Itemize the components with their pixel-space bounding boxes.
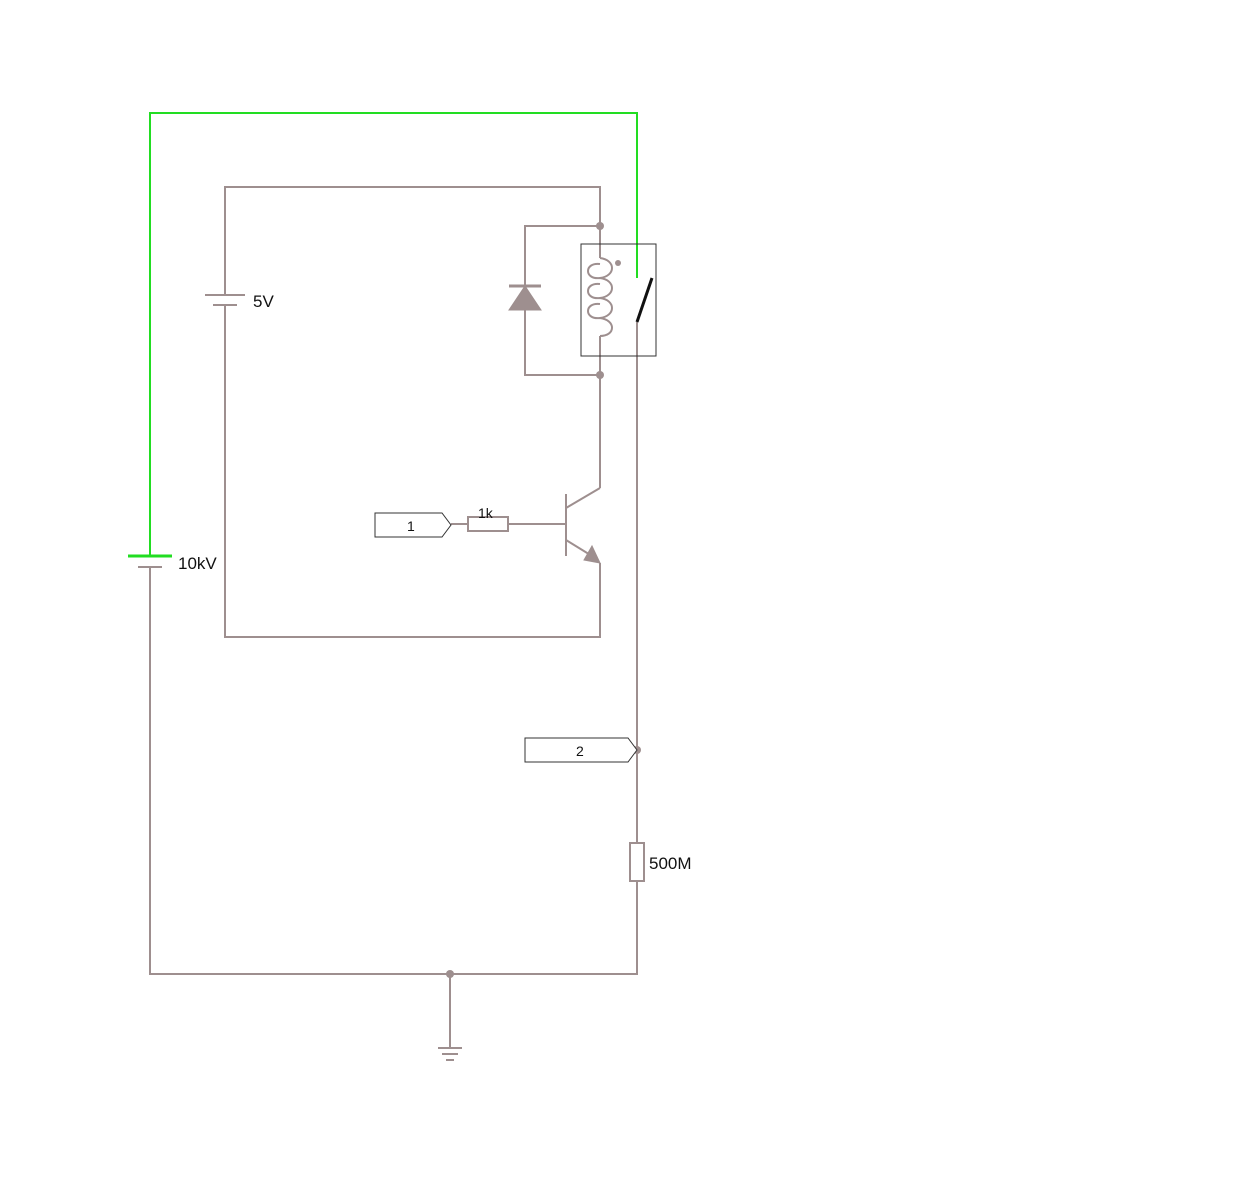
resistor-1k-label: 1k [478, 505, 494, 521]
flyback-diode[interactable] [508, 284, 542, 311]
wire-5v-top[interactable] [224, 186, 601, 265]
junction-node [596, 222, 604, 230]
resistor-500m-label: 500M [649, 854, 692, 873]
hv-wire-energized[interactable] [149, 112, 638, 530]
relay[interactable] [580, 243, 657, 357]
battery-10kv[interactable]: 10kV [128, 530, 217, 600]
junction-node [446, 970, 454, 978]
wire-diode-top[interactable] [524, 225, 600, 286]
ground-symbol [438, 1047, 462, 1061]
battery-10kv-label: 10kV [178, 554, 217, 573]
wire-5v-bottom[interactable] [224, 337, 601, 638]
battery-5v-label: 5V [253, 292, 274, 311]
input-pin-1[interactable]: 1 [374, 512, 452, 538]
battery-5v[interactable]: 5V [205, 265, 274, 337]
relay-switch-contact[interactable] [635, 277, 654, 323]
relay-coil [587, 257, 613, 337]
resistor-1k[interactable]: 1k [451, 505, 509, 532]
resistor-500m[interactable]: 500M [629, 826, 692, 898]
output-pin-2[interactable]: 2 [524, 737, 638, 763]
input-pin-1-label: 1 [407, 518, 415, 534]
wire-diode-bottom[interactable] [524, 310, 600, 376]
output-pin-2-label: 2 [576, 743, 584, 759]
relay-enclosure [580, 243, 657, 357]
wire-return[interactable] [149, 600, 638, 975]
junction-node [596, 371, 604, 379]
npn-transistor[interactable] [508, 487, 601, 564]
